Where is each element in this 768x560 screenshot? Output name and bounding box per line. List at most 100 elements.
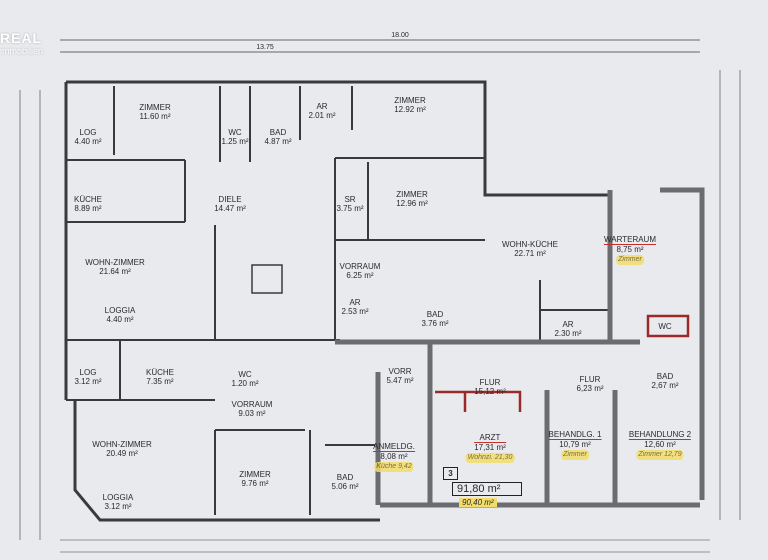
room-area: 3.12 m²: [74, 377, 102, 386]
room-name: DIELE: [218, 195, 242, 204]
room-name: FLUR: [479, 378, 501, 387]
room-area: 4.40 m²: [106, 315, 134, 324]
room-area: 21.64 m²: [99, 267, 131, 276]
room-area: 1.25 m²: [221, 137, 249, 146]
room-area: 4.87 m²: [264, 137, 292, 146]
room-area: 7.35 m²: [146, 377, 174, 386]
room-name: ZIMMER: [239, 470, 271, 479]
room-name: LOGGIA: [102, 493, 134, 502]
room-note: Küche 9,42: [374, 462, 414, 472]
room-name: AR: [349, 298, 361, 307]
room-area: 9.03 m²: [238, 409, 266, 418]
room-name: VORR: [388, 367, 412, 376]
room-name: BEHANDLUNG 2: [628, 430, 692, 440]
room-area: 2.01 m²: [308, 111, 336, 120]
room-name: SR: [344, 195, 356, 204]
room-name: AR: [316, 102, 328, 111]
room-area: 8.89 m²: [74, 204, 102, 213]
room-name: WC: [228, 128, 242, 137]
room-note: Zimmer 12,79: [636, 450, 684, 460]
room-area: 10,79 m²: [559, 440, 591, 449]
room-area: 2.30 m²: [554, 329, 582, 338]
room-area: 12.92 m²: [394, 105, 426, 114]
room-name: BEHANDLG. 1: [548, 430, 602, 440]
room-area: 8,08 m²: [380, 452, 408, 461]
dimension-inner: 13.75: [256, 44, 274, 51]
unit-number: 3: [443, 467, 458, 480]
room-name: WARTERAUM: [604, 235, 656, 245]
room-name: WOHN-ZIMMER: [92, 440, 152, 449]
room-name: LOG: [79, 368, 97, 377]
room-name: BAD: [336, 473, 354, 482]
room-area: 12,60 m²: [644, 440, 676, 449]
room-area: 15,12 m²: [474, 387, 506, 396]
room-label: ANMELDG.8,08 m²: [373, 442, 415, 461]
room-name: AR: [562, 320, 574, 329]
room-area: 9.76 m²: [241, 479, 269, 488]
room-area: 1.20 m²: [231, 379, 259, 388]
unit-area-corrected: 90,40 m²: [459, 498, 497, 507]
room-area: 4.40 m²: [74, 137, 102, 146]
room-note: Zimmer: [616, 255, 644, 265]
room-area: 14.47 m²: [214, 204, 246, 213]
room-area: 2.53 m²: [341, 307, 369, 316]
room-area: 17,31 m²: [474, 443, 506, 452]
room-name: WOHN-ZIMMER: [85, 258, 145, 267]
room-note: Zimmer: [561, 450, 589, 460]
room-name: BAD: [426, 310, 444, 319]
room-note: Wohnzi. 21,30: [465, 453, 515, 463]
room-name: BAD: [269, 128, 287, 137]
room-name: ZIMMER: [394, 96, 426, 105]
room-name: ZIMMER: [396, 190, 428, 199]
room-name: VORRAUM: [231, 400, 273, 409]
room-name: WOHN-KÜCHE: [502, 240, 558, 249]
room-area: 8,75 m²: [616, 245, 644, 254]
room-area: 5.47 m²: [386, 376, 414, 385]
room-name: WC: [238, 370, 252, 379]
room-area: 3.75 m²: [336, 204, 364, 213]
room-area: 2,67 m²: [651, 381, 679, 390]
room-name: LOG: [79, 128, 97, 137]
room-area: 3.12 m²: [104, 502, 132, 511]
room-label: WC: [658, 322, 671, 331]
dimension-overall: 18.00: [391, 32, 409, 39]
room-area: 6,23 m²: [576, 384, 604, 393]
room-name: FLUR: [579, 375, 601, 384]
room-area: 5.06 m²: [331, 482, 359, 491]
room-name: VORRAUM: [339, 262, 381, 271]
room-name: KÜCHE: [73, 195, 103, 204]
room-area: 12.96 m²: [396, 199, 428, 208]
room-name: WC: [658, 322, 672, 331]
room-area: 3.76 m²: [421, 319, 449, 328]
